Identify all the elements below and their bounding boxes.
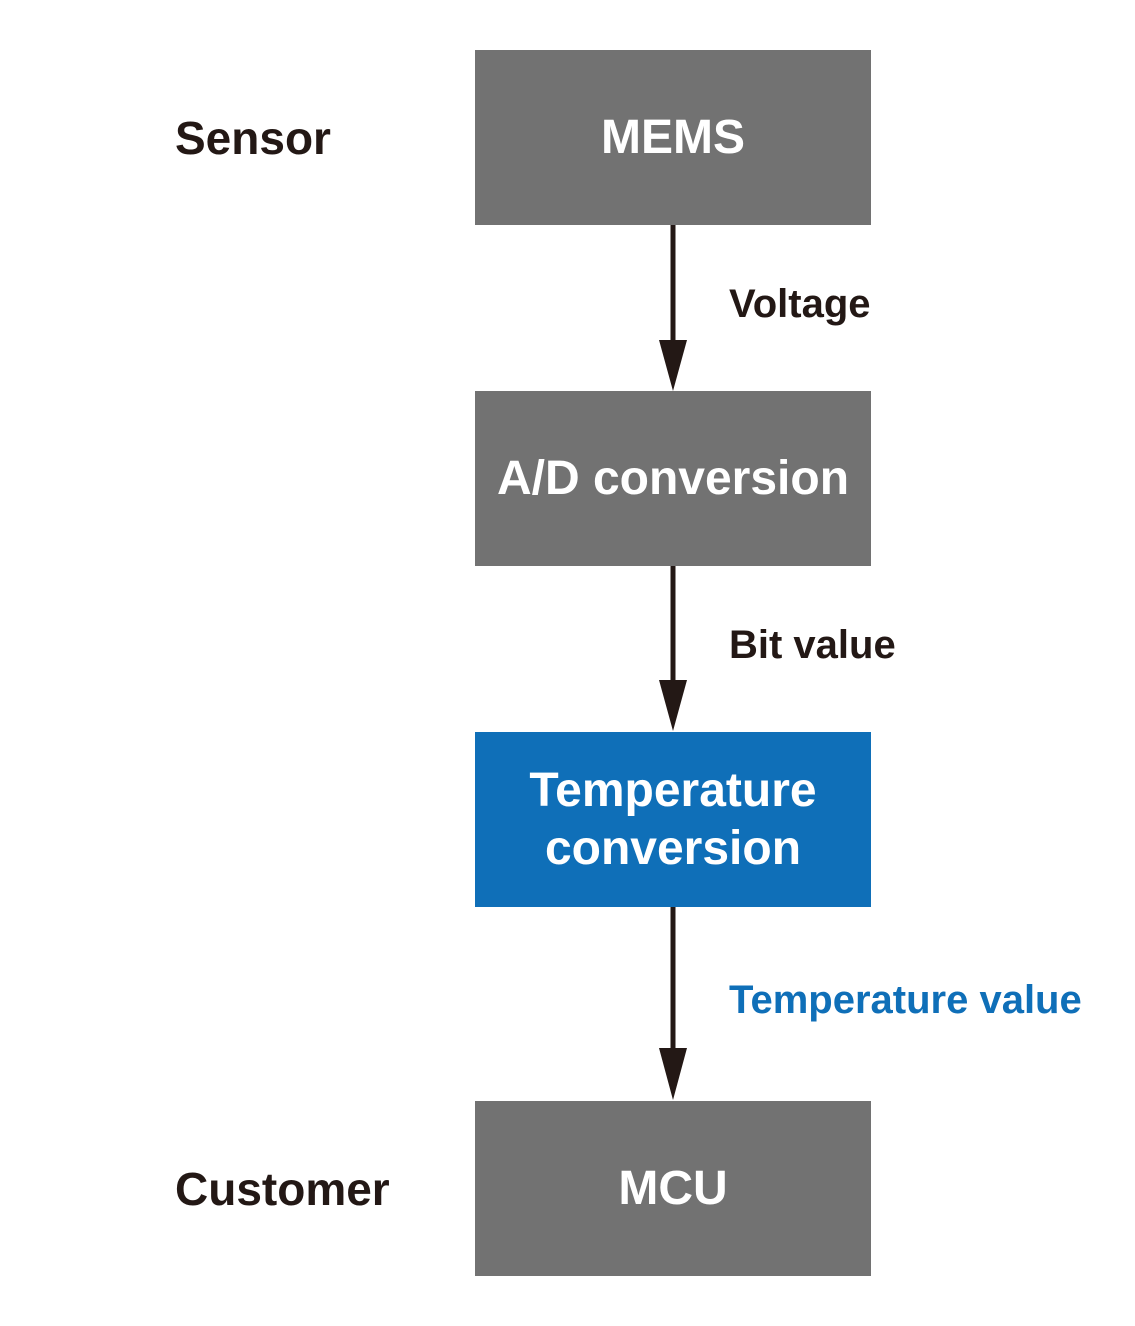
temperature-conversion-label-line1: Temperature (529, 763, 817, 817)
mems-block-label: MEMS (601, 110, 745, 164)
voltage-edge-label: Voltage (729, 282, 871, 326)
sensor-label: Sensor (175, 112, 331, 164)
bit-value-edge-label: Bit value (729, 623, 896, 667)
mcu-block-label: MCU (618, 1161, 728, 1215)
arrow-mems-to-ad (659, 225, 687, 391)
mcu-block: MCU (475, 1101, 871, 1276)
ad-conversion-block: A/D conversion (475, 391, 871, 566)
mems-block: MEMS (475, 50, 871, 225)
customer-label: Customer (175, 1163, 390, 1215)
ad-conversion-block-label: A/D conversion (496, 451, 850, 505)
temperature-value-edge-label: Temperature value (729, 978, 1082, 1022)
temperature-conversion-block: Temperature conversion (475, 732, 871, 907)
arrow-temp-to-mcu (659, 907, 687, 1100)
temperature-conversion-label-line2: conversion (544, 821, 802, 875)
arrow-ad-to-temp (659, 566, 687, 731)
